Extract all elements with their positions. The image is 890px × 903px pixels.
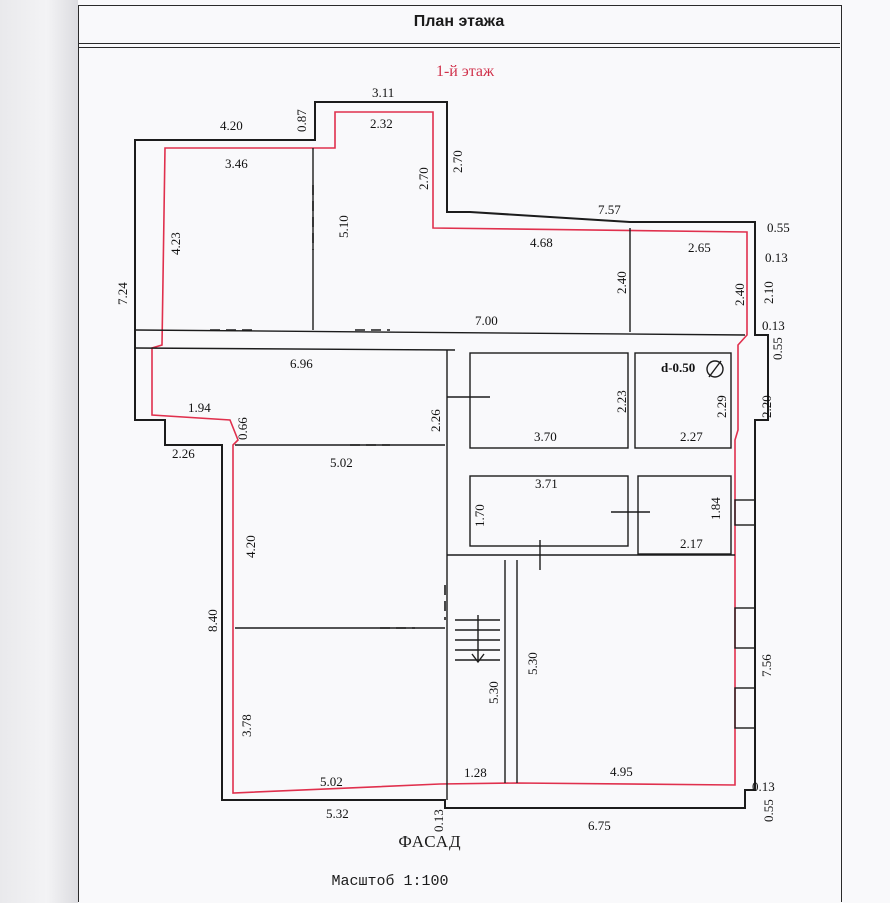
binder-edge: [0, 0, 78, 903]
staircase: [455, 615, 500, 664]
dim-label: 7.57: [598, 202, 621, 217]
dim-label: 7.00: [475, 313, 498, 328]
wall: [134, 347, 456, 351]
dim-label: 4.20: [220, 118, 243, 133]
wall: [134, 329, 746, 336]
page-title: План этажа: [413, 13, 505, 30]
room: [637, 475, 732, 555]
dim-label: 0.55: [770, 337, 785, 360]
dim-label: 5.02: [320, 774, 343, 789]
dim-label: 3.46: [225, 156, 248, 171]
dim-label: 1.70: [472, 504, 487, 527]
dim-label: 0.55: [761, 799, 776, 822]
room: [634, 352, 732, 449]
dim-label: 2.10: [761, 281, 776, 304]
dimension-labels: 3.11 0.87 4.20 2.32 3.46 2.70 2.70 5.10 …: [115, 85, 790, 833]
dim-label: 5.02: [330, 455, 353, 470]
marker-icon: [706, 360, 724, 378]
dim-label: 7.56: [759, 654, 774, 677]
dim-label: 2.32: [370, 116, 393, 131]
dim-label: 2.17: [680, 536, 703, 551]
dim-label: 5.30: [486, 681, 501, 704]
facade-label: ФАСАД: [398, 832, 462, 851]
dim-label: 4.95: [610, 764, 633, 779]
dim-label: 2.29: [714, 395, 729, 418]
dim-label: 1.28: [464, 765, 487, 780]
dim-label: 4.20: [243, 535, 258, 558]
windows: [734, 499, 756, 729]
dim-label: 5.32: [326, 806, 349, 821]
exterior-wall: [134, 101, 769, 809]
title-band: [78, 5, 840, 48]
dim-label: 2.40: [614, 271, 629, 294]
dim-label: 3.78: [239, 714, 254, 737]
dim-label: 5.30: [525, 652, 540, 675]
dim-label: 2.23: [614, 390, 629, 413]
marker-label: d-0.50: [661, 360, 695, 375]
dim-label: 7.24: [115, 282, 130, 305]
dim-label: 2.26: [428, 409, 443, 432]
dim-label: 0.13: [765, 250, 788, 265]
dim-label: 8.40: [205, 609, 220, 632]
floor-label: 1-й этаж: [435, 63, 495, 80]
room: [469, 475, 629, 547]
dim-label: 2.70: [450, 150, 465, 173]
dim-label: 5.10: [336, 215, 351, 238]
dim-label: 2.65: [688, 240, 711, 255]
dim-label: 0.66: [235, 417, 250, 440]
dim-label: 6.75: [588, 818, 611, 833]
dim-label: 3.71: [535, 476, 558, 491]
dim-label: 2.27: [680, 429, 703, 444]
page-frame: [78, 5, 842, 902]
dim-label: 1.94: [188, 400, 211, 415]
room: [469, 352, 629, 449]
dim-label: 4.23: [168, 232, 183, 255]
dim-label: 3.11: [372, 85, 394, 100]
dim-label: 2.26: [172, 446, 195, 461]
dim-label: 0.87: [294, 109, 309, 132]
dim-label: 2.70: [416, 167, 431, 190]
dim-label: 3.70: [534, 429, 557, 444]
dim-label: 0.13: [762, 318, 785, 333]
dim-label: 0.13: [431, 809, 446, 832]
scale-label: Масштоб 1:100: [331, 873, 449, 890]
dim-label: 0.55: [767, 220, 790, 235]
dim-label: 2.40: [732, 283, 747, 306]
dim-label: 0.13: [752, 779, 775, 794]
dim-label: 1.84: [708, 497, 723, 520]
dim-label: 6.96: [290, 356, 313, 371]
dim-label: 4.68: [530, 235, 553, 250]
interior-outline: [151, 111, 748, 794]
dim-label: 2.20: [759, 395, 774, 418]
